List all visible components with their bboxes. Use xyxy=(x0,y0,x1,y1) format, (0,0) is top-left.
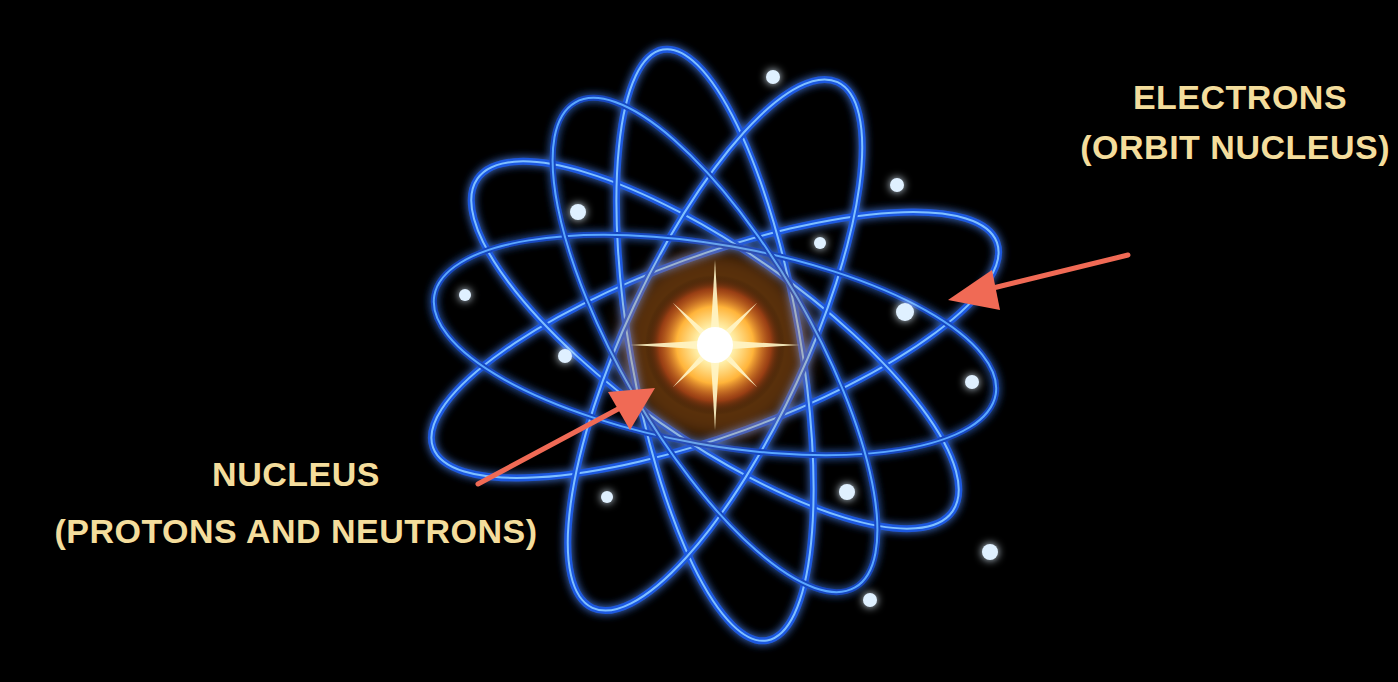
orbit xyxy=(402,158,1027,532)
electron xyxy=(839,484,855,500)
nucleus-halo xyxy=(620,250,810,440)
orbit xyxy=(511,44,919,646)
electron xyxy=(814,237,826,249)
part-label: (ORBIT NUCLEUS) xyxy=(1080,128,1390,167)
electrons xyxy=(459,70,998,607)
pointer-line xyxy=(478,408,620,484)
part-label: ELECTRONS xyxy=(1133,78,1347,117)
part-label: (PROTONS AND NEUTRONS) xyxy=(54,512,537,551)
electron xyxy=(601,491,613,503)
electron xyxy=(570,204,586,220)
part-label: NUCLEUS xyxy=(212,455,380,494)
electron xyxy=(982,544,998,560)
orbits xyxy=(402,35,1027,655)
electron xyxy=(863,593,877,607)
electron xyxy=(890,178,904,192)
orbit xyxy=(511,44,919,646)
orbit xyxy=(493,55,938,635)
nucleus xyxy=(620,250,810,440)
orbit xyxy=(402,158,1027,532)
pointer-arrows xyxy=(478,255,1128,484)
electron xyxy=(459,289,471,301)
orbit xyxy=(493,55,938,635)
electron xyxy=(965,375,979,389)
arrow-head xyxy=(948,270,1000,310)
orbit xyxy=(417,197,1013,493)
orbit xyxy=(417,197,1013,493)
electron xyxy=(766,70,780,84)
arrow-head xyxy=(608,388,655,430)
electron xyxy=(558,349,572,363)
electron xyxy=(896,303,914,321)
nucleus-center xyxy=(697,327,733,363)
pointer-line xyxy=(985,255,1128,290)
nucleus-spikes xyxy=(630,260,800,430)
